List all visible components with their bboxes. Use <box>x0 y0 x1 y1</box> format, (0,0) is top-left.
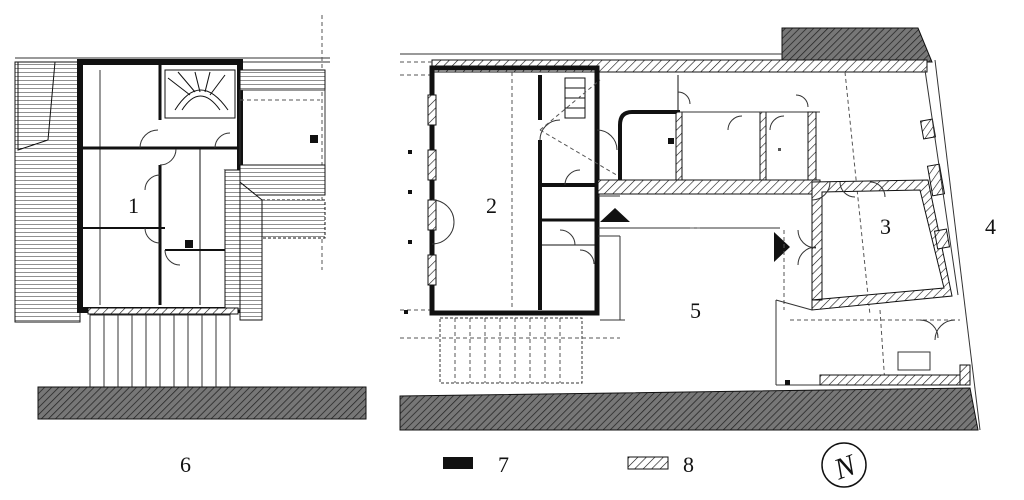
label-building-3: 3 <box>880 214 891 239</box>
building-2-outline <box>429 65 600 316</box>
right-plan <box>399 27 981 431</box>
north-arrow-icon: N <box>821 442 867 488</box>
small-stair-icon <box>564 77 586 119</box>
legend-solid-swatch <box>443 457 473 469</box>
ground-strip-left <box>37 386 367 420</box>
label-area-4: 4 <box>985 214 996 239</box>
ground-strip-right <box>399 387 979 431</box>
legend-label-hatched: 8 <box>683 452 694 477</box>
legend: 7 8 <box>443 452 694 477</box>
left-plan <box>14 15 367 420</box>
label-building-1: 1 <box>128 193 139 218</box>
building-3-outline <box>811 179 953 311</box>
label-area-6: 6 <box>180 452 191 477</box>
label-area-5: 5 <box>690 298 701 323</box>
corridor-wall <box>597 179 821 195</box>
porch-columns <box>89 314 231 388</box>
legend-hatched-swatch <box>627 456 669 470</box>
north-arrow-glyph: N <box>829 448 862 487</box>
label-building-2: 2 <box>486 193 497 218</box>
porch-columns-2 <box>439 317 583 384</box>
staircase-icon <box>164 69 236 119</box>
legend-label-solid: 7 <box>498 452 509 477</box>
